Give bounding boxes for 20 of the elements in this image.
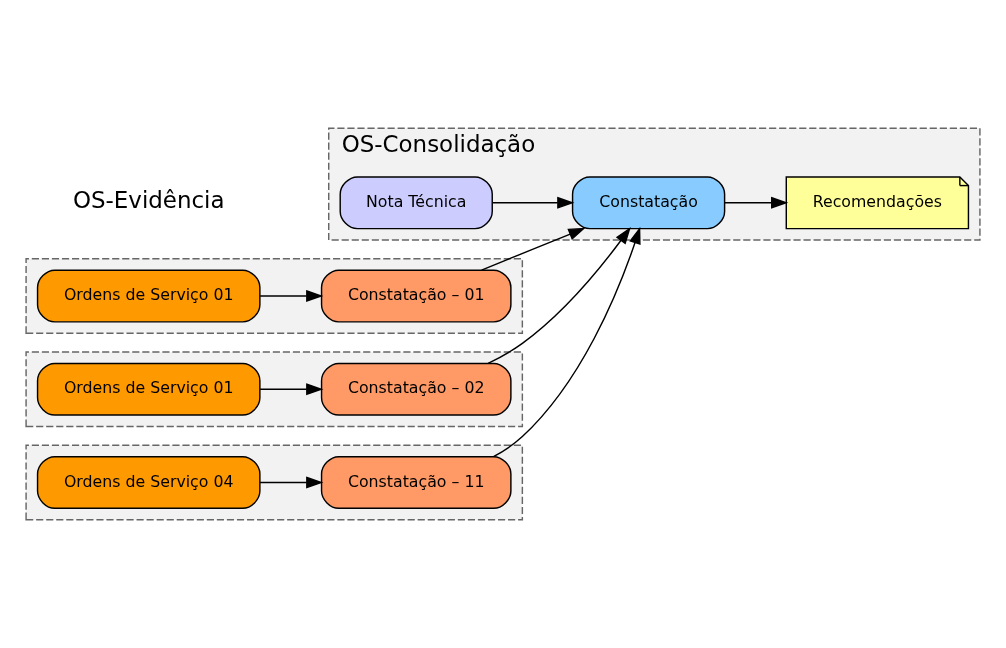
arrow: [259, 383, 324, 396]
node-box: Ordens de Serviço 01: [36, 269, 261, 323]
node-box: Ordens de Serviço 01: [36, 362, 261, 416]
arrow: [492, 226, 641, 458]
node-box: Ordens de Serviço 04: [36, 455, 261, 510]
arrow: [480, 227, 586, 271]
label: OS-Evidência: [72, 187, 225, 214]
cluster: [25, 351, 524, 428]
arrow: [259, 476, 324, 489]
node-box: Constatação – 01: [320, 269, 512, 323]
arrow: [487, 226, 631, 365]
cluster: [25, 258, 524, 335]
arrow: [492, 196, 575, 209]
node-box: Constatação – 11: [320, 455, 512, 510]
cluster: [25, 444, 524, 521]
node-box: Nota Técnica: [339, 176, 493, 230]
node-box: Constatação: [571, 176, 726, 230]
arrow: [723, 196, 789, 209]
node-box: Constatação – 02: [320, 362, 512, 416]
arrow: [259, 290, 324, 303]
